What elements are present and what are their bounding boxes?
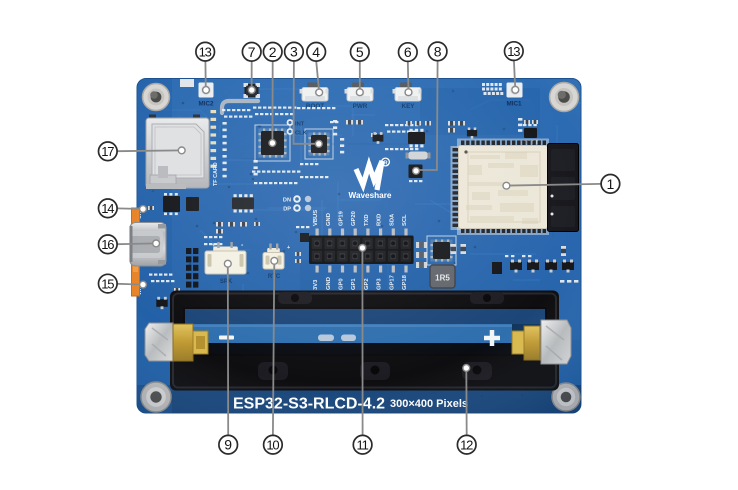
svg-text:11: 11 — [357, 438, 369, 453]
svg-text:13: 13 — [507, 44, 520, 59]
svg-text:6: 6 — [404, 44, 412, 60]
svg-text:3: 3 — [290, 44, 298, 60]
svg-text:1: 1 — [607, 176, 615, 192]
svg-text:9: 9 — [224, 437, 232, 453]
svg-text:5: 5 — [356, 44, 364, 60]
svg-text:7: 7 — [248, 44, 256, 60]
svg-text:12: 12 — [460, 438, 473, 453]
svg-text:4: 4 — [312, 44, 320, 60]
svg-text:13: 13 — [199, 45, 212, 60]
svg-text:10: 10 — [266, 438, 279, 453]
svg-text:2: 2 — [269, 44, 277, 60]
svg-text:17: 17 — [101, 144, 114, 159]
svg-text:16: 16 — [101, 237, 114, 252]
svg-text:14: 14 — [101, 201, 114, 216]
svg-text:8: 8 — [434, 43, 442, 59]
svg-text:15: 15 — [101, 277, 114, 292]
